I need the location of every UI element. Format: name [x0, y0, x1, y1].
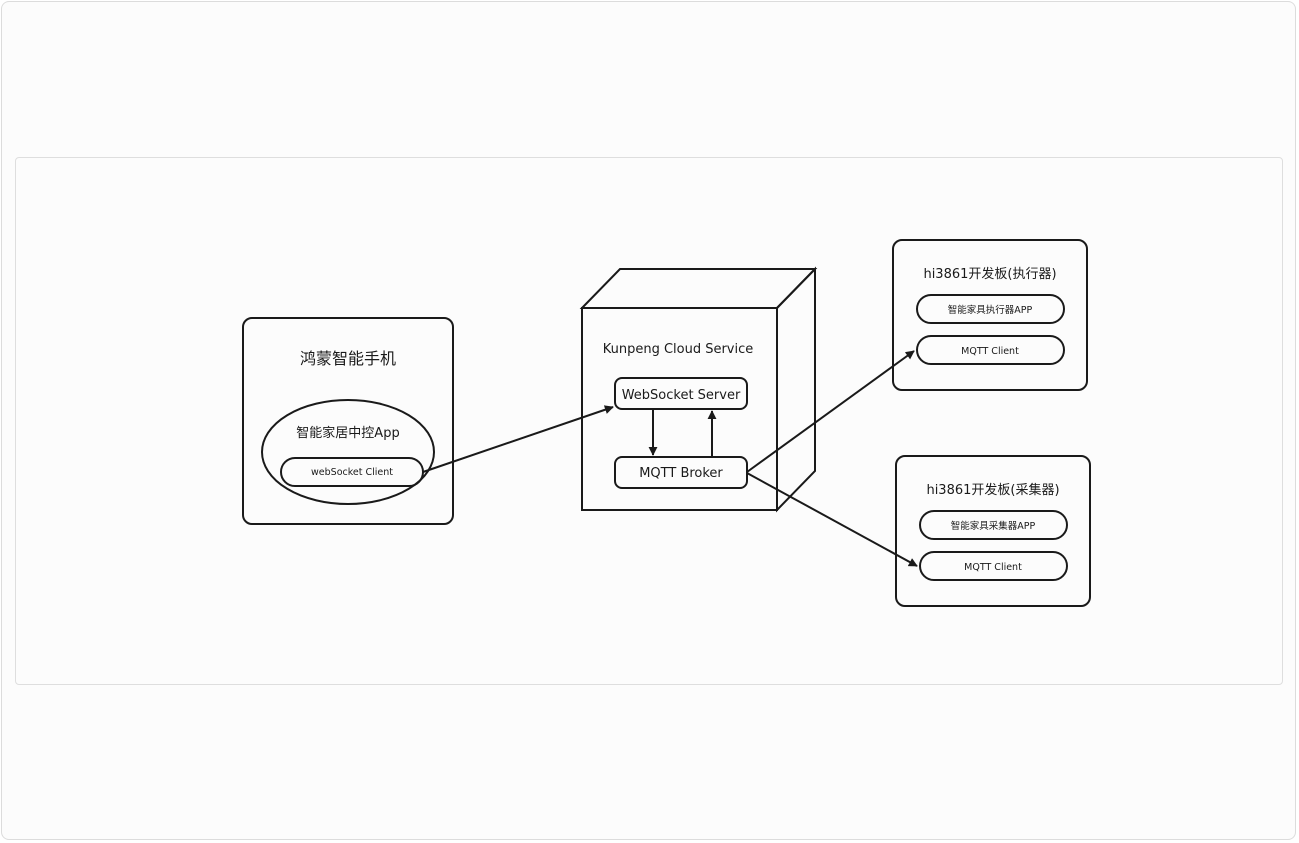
- actuator-board-box: [892, 239, 1088, 391]
- collector-mqtt-client-pill[interactable]: [919, 551, 1068, 581]
- broker-to-actuator-arrow: [746, 350, 915, 473]
- websocket-server-box[interactable]: [614, 377, 748, 410]
- collector-board-node[interactable]: hi3861开发板(采集器) 智能家具采集器APP MQTT Client: [895, 455, 1091, 607]
- collector-mqtt-client-label: MQTT Client: [964, 562, 1022, 573]
- phone-box: [242, 317, 454, 525]
- mqtt-broker-box[interactable]: [614, 456, 748, 489]
- websocket-server-label: WebSocket Server: [622, 388, 741, 403]
- collector-app-pill[interactable]: [919, 510, 1068, 540]
- cloud-title: Kunpeng Cloud Service: [603, 342, 754, 357]
- collector-board-title: hi3861开发板(采集器): [926, 482, 1059, 498]
- phone-app-ellipse: [261, 399, 435, 505]
- phone-app-label: 智能家居中控App: [296, 425, 399, 441]
- phone-title: 鸿蒙智能手机: [300, 349, 396, 368]
- phone-node[interactable]: 鸿蒙智能手机 智能家居中控App webSocket Client: [242, 317, 454, 525]
- collector-app-label: 智能家具采集器APP: [951, 520, 1036, 532]
- actuator-app-label: 智能家具执行器APP: [948, 304, 1033, 316]
- actuator-board-title: hi3861开发板(执行器): [923, 266, 1056, 282]
- cloud-box-top: [579, 268, 818, 309]
- websocket-client-label: webSocket Client: [311, 467, 393, 478]
- cloud-box-side: [776, 266, 816, 513]
- actuator-mqtt-client-label: MQTT Client: [961, 346, 1019, 357]
- collector-board-box: [895, 455, 1091, 607]
- broker-to-collector-arrow: [746, 472, 918, 567]
- actuator-board-node[interactable]: hi3861开发板(执行器) 智能家具执行器APP MQTT Client: [892, 239, 1088, 391]
- actuator-mqtt-client-pill[interactable]: [916, 335, 1065, 365]
- mqtt-broker-label: MQTT Broker: [639, 466, 723, 481]
- phone-to-websocket-arrow: [422, 405, 614, 473]
- diagram-canvas: [15, 157, 1283, 685]
- cloud-node[interactable]: Kunpeng Cloud Service WebSocket Server M…: [579, 266, 818, 513]
- actuator-app-pill[interactable]: [916, 294, 1065, 324]
